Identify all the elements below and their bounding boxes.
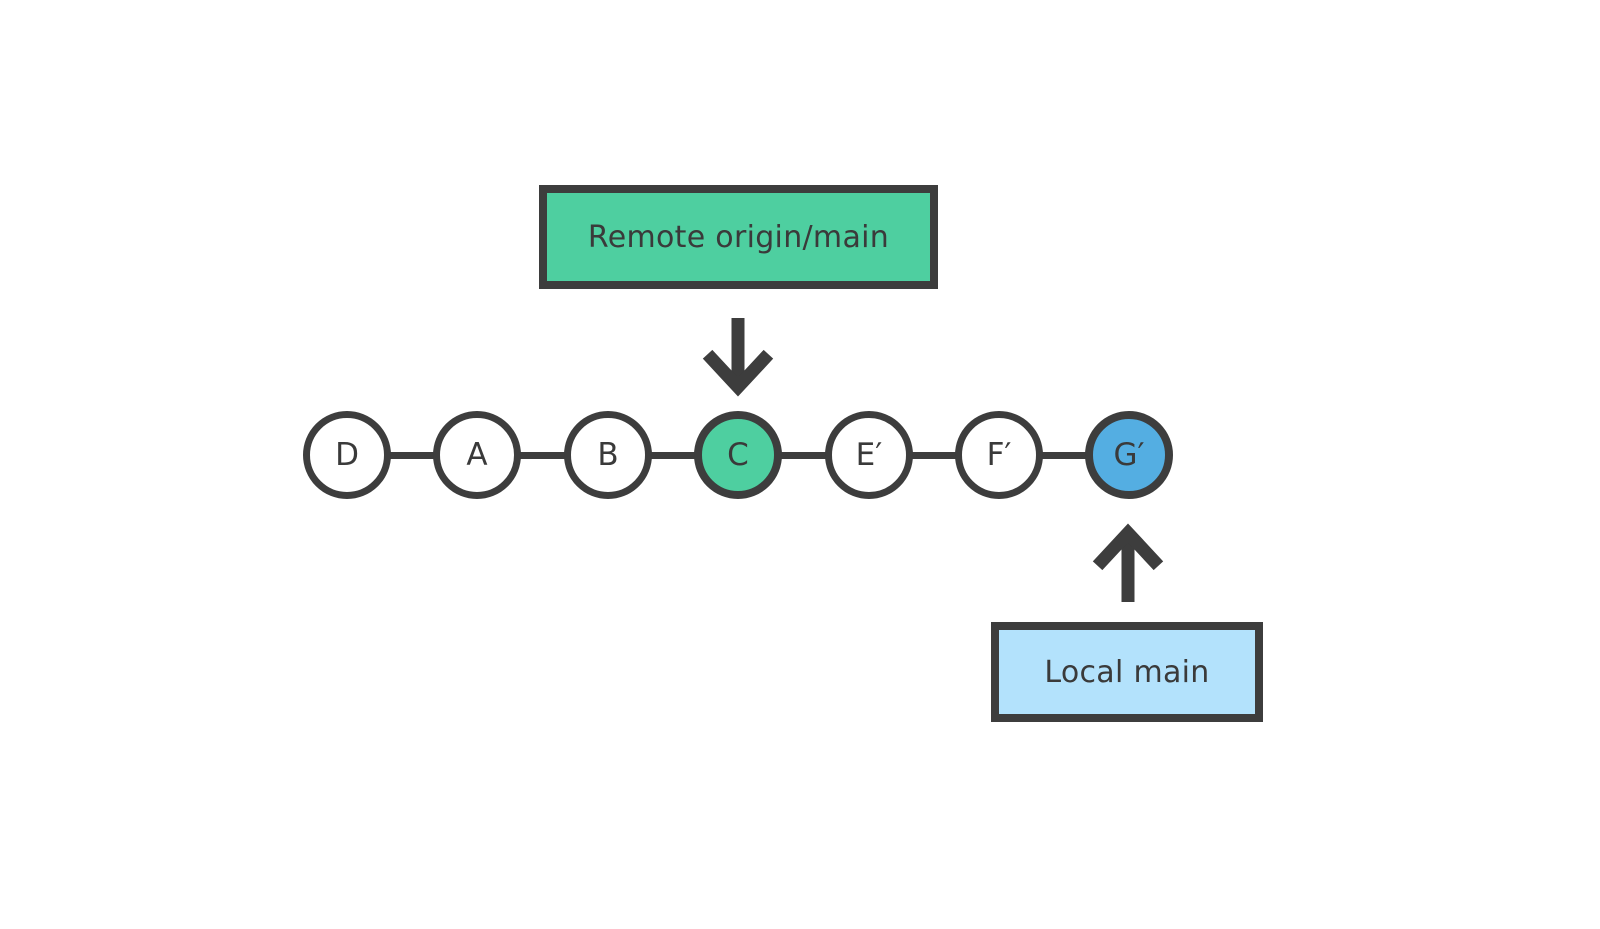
arrow-up-icon xyxy=(1092,523,1164,602)
commit-node-label: E′ xyxy=(855,436,883,473)
commit-node-e-prime[interactable]: E′ xyxy=(825,411,913,499)
commit-node-g-prime[interactable]: G′ xyxy=(1085,411,1173,499)
commit-node-b[interactable]: B xyxy=(564,411,652,499)
commit-edge-a-b xyxy=(513,452,573,459)
commit-node-f-prime[interactable]: F′ xyxy=(955,411,1043,499)
commit-edge-c-ep xyxy=(774,452,834,459)
commit-node-label: B xyxy=(597,436,619,473)
commit-node-c[interactable]: C xyxy=(694,411,782,499)
commit-node-label: D xyxy=(335,436,359,473)
commit-edge-ep-fp xyxy=(905,452,965,459)
commit-node-label: A xyxy=(466,436,488,473)
commit-edge-d-a xyxy=(383,452,443,459)
commit-node-label: F′ xyxy=(986,436,1012,473)
commit-node-a[interactable]: A xyxy=(433,411,521,499)
local-branch-label-box: Local main xyxy=(991,622,1263,722)
remote-branch-label-text: Remote origin/main xyxy=(587,219,890,255)
remote-branch-label-box: Remote origin/main xyxy=(539,185,938,289)
commit-node-label: G′ xyxy=(1113,436,1145,473)
arrow-down-icon xyxy=(702,318,774,397)
commit-node-label: C xyxy=(727,436,749,473)
commit-edge-fp-gp xyxy=(1035,452,1095,459)
commit-node-d[interactable]: D xyxy=(303,411,391,499)
commit-edge-b-c xyxy=(644,452,704,459)
local-branch-label-text: Local main xyxy=(1044,654,1210,690)
